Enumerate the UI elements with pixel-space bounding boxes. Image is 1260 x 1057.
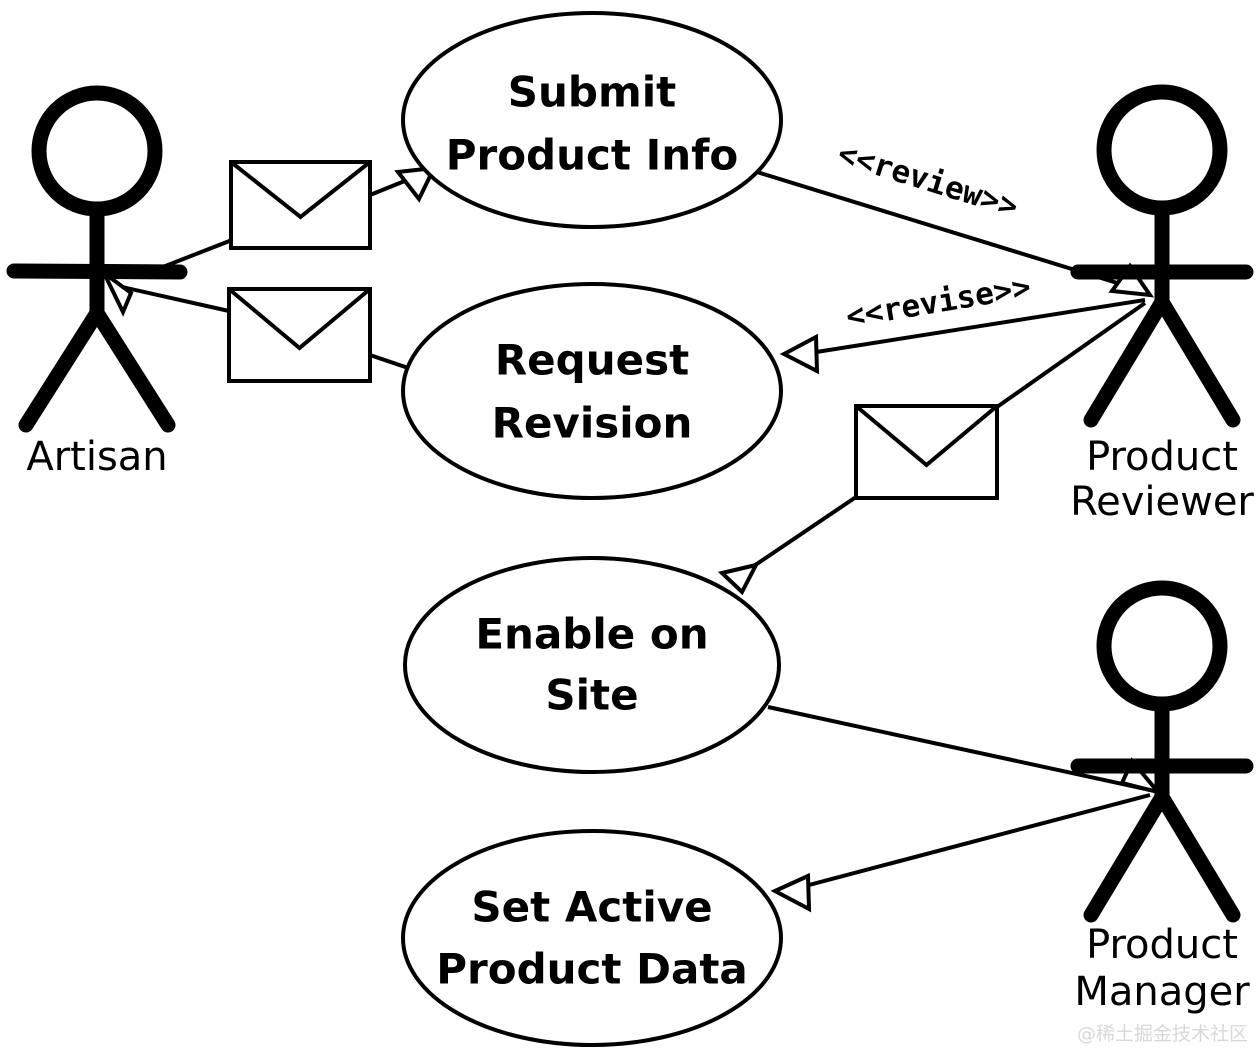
watermark: @稀土掘金技术社区 <box>1077 1023 1248 1045</box>
connector-reviewer-to-enable-a <box>995 301 1147 409</box>
usecase-set-active-product-data[interactable]: Set Active Product Data <box>401 829 783 1047</box>
arrowhead-enable-on-site <box>717 562 760 596</box>
actor-product-reviewer-label-line2: Reviewer <box>1070 479 1254 525</box>
actor-product-reviewer-leg-left <box>1083 294 1170 428</box>
connector-reviewer-to-revision <box>809 298 1146 355</box>
usecase-request-revision-line1: Request <box>495 336 689 385</box>
usecase-submit-product-info[interactable]: Submit Product Info <box>401 11 783 229</box>
usecase-submit-product-info-line2: Product Info <box>446 131 739 180</box>
stereotype-review-label: <<review>> <box>833 136 1022 226</box>
envelope-enable <box>854 404 999 500</box>
usecase-enable-on-site-line2: Site <box>545 671 638 720</box>
actor-product-reviewer[interactable]: Product Reviewer <box>1070 84 1254 525</box>
actor-product-manager-label-line2: Manager <box>1074 969 1250 1015</box>
connector-revision-to-artisan-a <box>121 285 230 313</box>
connector-manager-to-setactive <box>789 793 1151 892</box>
actor-product-manager-leg-left <box>1083 789 1170 923</box>
actor-artisan[interactable]: Artisan <box>6 85 188 480</box>
arrowhead-set-active-product-data <box>770 872 812 913</box>
usecase-enable-on-site-line1: Enable on <box>475 610 708 659</box>
envelope-revision <box>227 287 372 383</box>
connector-reviewer-to-enable-b <box>743 495 858 574</box>
envelope-submit <box>229 160 372 250</box>
actor-artisan-leg-left <box>18 305 105 433</box>
actor-product-manager-head <box>1096 580 1228 712</box>
usecase-set-active-product-data-line1: Set Active <box>471 883 712 932</box>
connector-enable-to-manager <box>767 705 1151 792</box>
usecase-request-revision-line2: Revision <box>492 399 693 448</box>
actor-product-reviewer-label-line1: Product <box>1086 434 1238 480</box>
actor-artisan-arms <box>6 263 188 280</box>
usecase-enable-on-site[interactable]: Enable on Site <box>403 556 781 774</box>
arrowhead-submit-product-info <box>394 165 438 203</box>
actor-product-reviewer-leg-right <box>1154 294 1241 428</box>
usecase-request-revision[interactable]: Request Revision <box>401 282 783 500</box>
arrowhead-request-revision <box>779 333 820 375</box>
arrowhead-artisan-revision <box>102 271 134 317</box>
actor-artisan-leg-right <box>89 305 176 433</box>
actor-product-reviewer-head <box>1096 84 1228 216</box>
usecase-set-active-product-data-line2: Product Data <box>436 945 748 994</box>
actor-artisan-head <box>31 85 163 217</box>
actor-product-manager[interactable]: Product Manager <box>1070 580 1254 1015</box>
actor-artisan-label: Artisan <box>26 434 167 480</box>
stereotype-revise-label: <<revise>> <box>843 269 1033 335</box>
usecase-submit-product-info-line1: Submit <box>508 68 676 117</box>
actor-product-manager-label-line1: Product <box>1086 922 1238 968</box>
actor-product-manager-leg-right <box>1154 789 1241 923</box>
